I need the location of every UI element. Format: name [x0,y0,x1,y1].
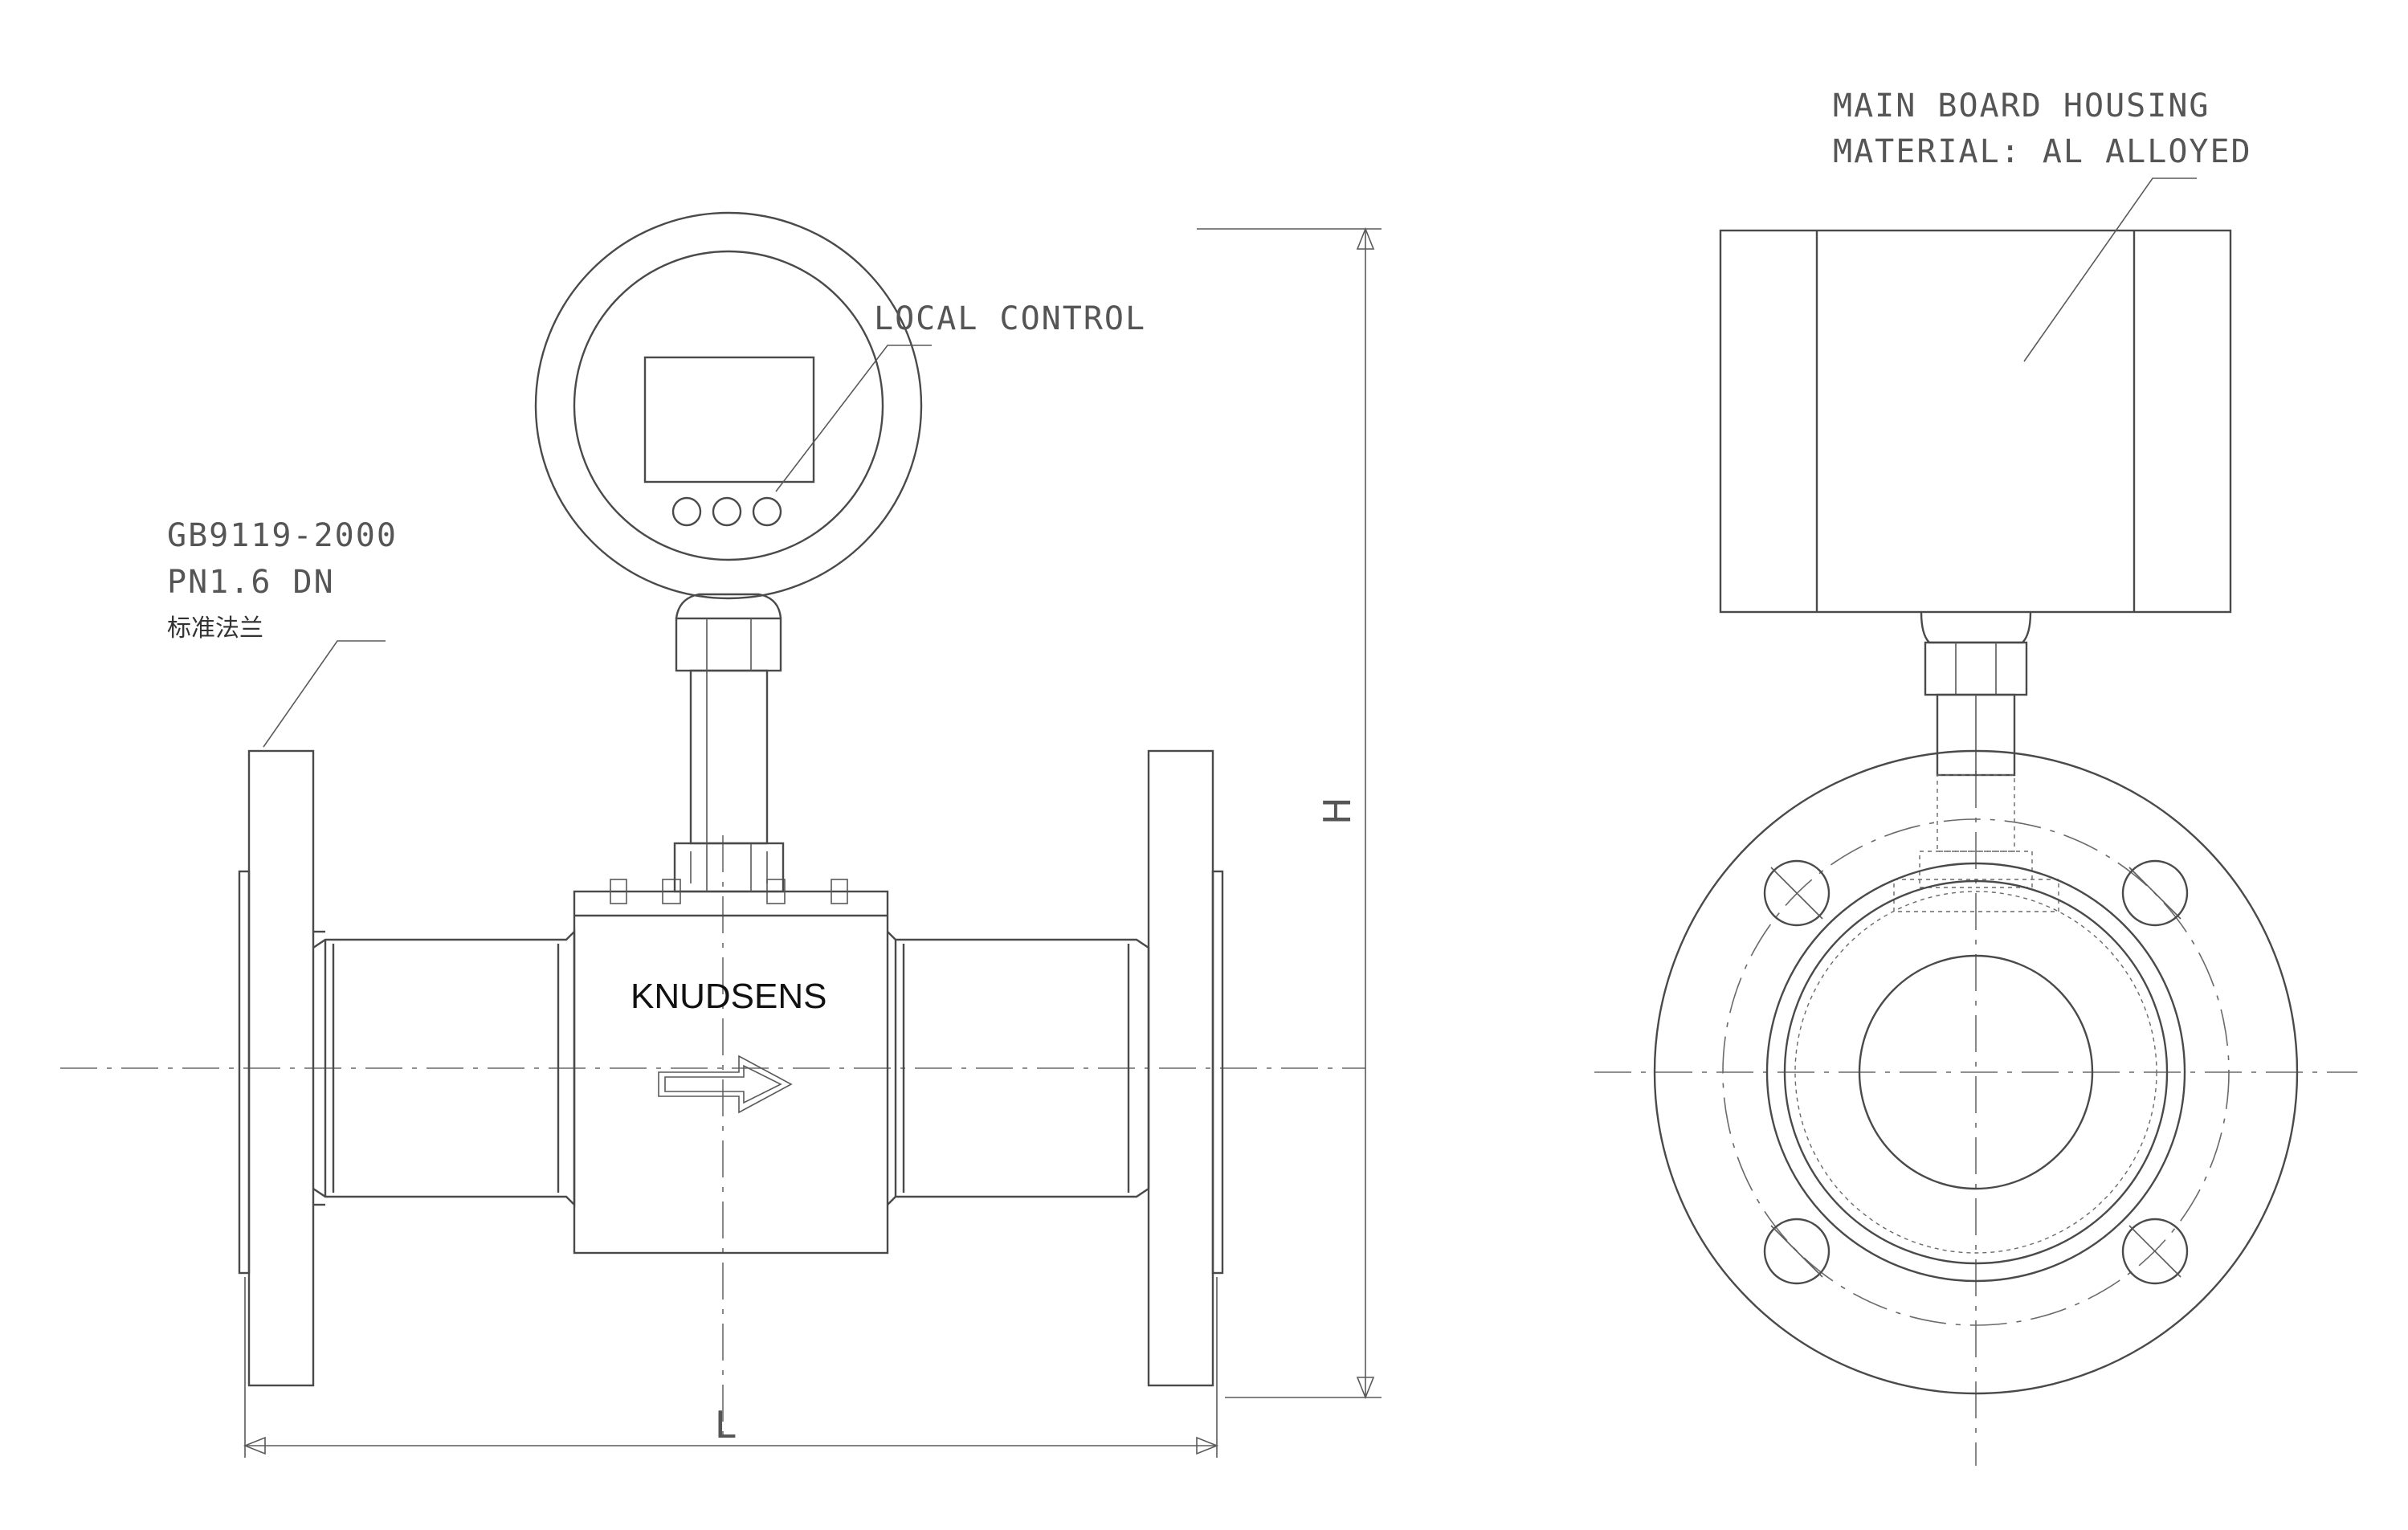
bolt-hole [2121,859,2189,927]
control-button [752,496,782,527]
bolt-hole [1763,1218,1830,1285]
svg-text:H: H [1316,797,1359,825]
housing-leader [2023,177,2197,362]
local-control-leader [775,345,932,492]
left-flange [238,749,325,1387]
control-button [671,496,702,527]
lcd-screen [643,356,815,483]
flange-pressure-label: PN1.6 DN [167,564,335,601]
side-stem [1893,611,2059,912]
dimension-l: L [243,1277,1219,1458]
bolt-hole [1763,859,1830,927]
housing-material-label: MATERIAL: AL ALLOYED [1833,133,2252,170]
display-head [534,211,923,600]
main-board-housing [1719,229,2232,614]
front-view: KNUDSENS [60,211,1382,1458]
flange-type-label: 标准法兰 [167,614,263,643]
svg-text:L: L [715,1403,736,1446]
flow-arrow-icon [658,1055,793,1114]
brand-label: KNUDSENS [631,977,827,1016]
side-flange [1653,749,2299,1395]
right-flange [1147,749,1224,1387]
flange-standard-label: GB9119-2000 [167,517,398,554]
bolt-hole [2121,1218,2189,1285]
flange-leader [263,640,386,748]
housing-label: MAIN BOARD HOUSING [1833,88,2210,124]
meter-body: KNUDSENS [573,842,889,1255]
front-stem [675,593,782,845]
side-view: MAIN BOARD HOUSING MATERIAL: AL ALLOYED [1594,88,2357,1466]
control-button [712,496,742,527]
dimension-h: H [1197,226,1382,1400]
local-control-label: LOCAL CONTROL [874,300,1146,337]
